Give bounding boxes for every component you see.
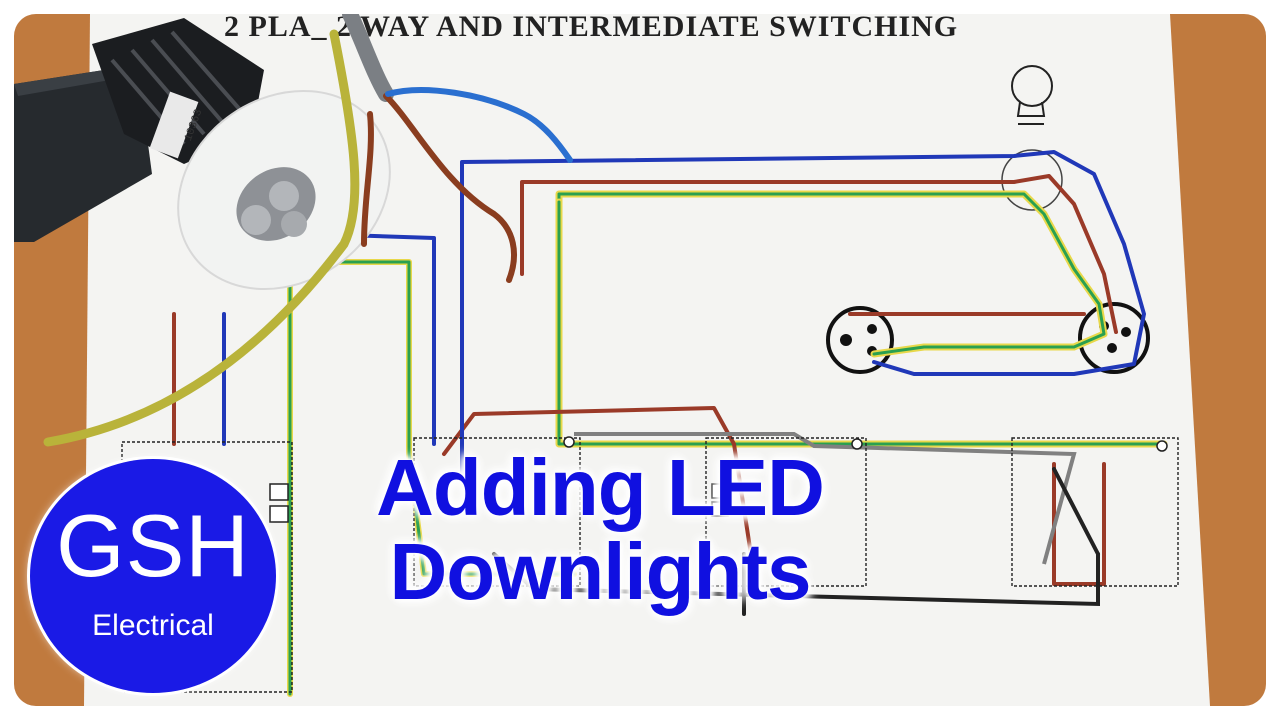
video-title: Adding LED Downlights [320,446,880,614]
logo-subtext: Electrical [92,609,214,642]
video-title-line-2: Downlights [389,527,811,616]
terminal-screws [269,436,1168,523]
downlight-symbol-left [826,306,894,374]
led-downlight-fitting: 10363 [92,18,391,291]
gsh-electrical-logo: GSH Electrical [30,459,276,693]
photo: 2 PLA_ 2 WAY AND INTERMEDIATE SWITCHING [14,14,1266,706]
video-title-line-1: Adding LED [376,443,825,532]
brown-conductor-loose [383,93,517,283]
brown-conductor-loose-2 [361,111,374,247]
earth-wire-trace [287,190,1168,697]
earth-cable-loose [43,29,360,447]
wiring-diagram-photo: 2 PLA_ 2 WAY AND INTERMEDIATE SWITCHING [14,14,1210,706]
lamp-symbol [1011,65,1053,125]
driver-box-edge [14,70,110,96]
blue-conductor-loose [385,87,573,163]
switch-common-wires [492,467,1100,616]
twin-earth-sheath [342,14,394,102]
logo-text: GSH [56,496,250,595]
